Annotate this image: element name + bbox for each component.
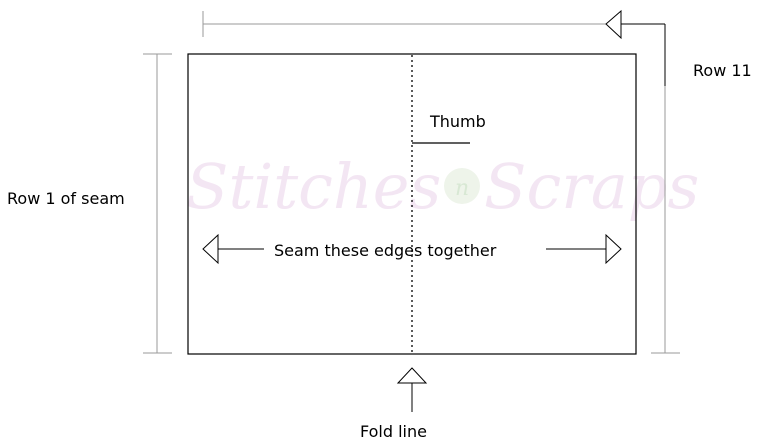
knitted-piece-outline: [187, 53, 637, 355]
row-11-label: Row 11: [693, 61, 752, 80]
fold-arrow: [396, 367, 428, 412]
row-11-arrow-icon: [605, 9, 622, 40]
watermark-badge: [444, 168, 480, 204]
watermark-text-mid: n: [455, 176, 469, 201]
row-1-label: Row 1 of seam: [7, 189, 125, 208]
seam-label: Seam these edges together: [274, 241, 497, 260]
watermark-text-left: Stitches: [186, 150, 441, 223]
watermark-text-right: Scraps: [484, 150, 699, 223]
row-1-guide: [143, 53, 172, 354]
fold-line-label: Fold line: [360, 422, 427, 441]
up-arrow-icon: [396, 367, 428, 384]
watermark: Stitches n Scraps: [186, 150, 699, 223]
seam-arrows: [202, 233, 622, 265]
left-arrow-icon: [202, 233, 219, 265]
right-arrow-icon: [605, 233, 622, 265]
thumb-label: Thumb: [430, 112, 486, 131]
